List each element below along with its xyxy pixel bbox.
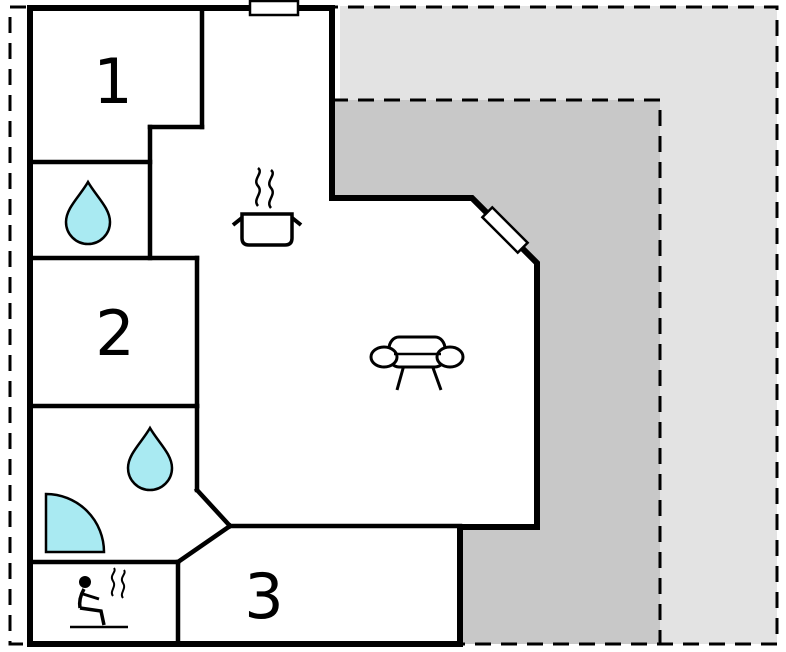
person-head	[79, 576, 91, 588]
water-drop-shape	[64, 179, 112, 246]
person-torso	[77, 588, 86, 609]
window-icon	[248, 0, 300, 17]
interior-wall	[193, 486, 234, 530]
sofa-leg	[430, 364, 443, 391]
interior-walls	[27, 5, 463, 647]
terrace-area	[332, 100, 660, 644]
water-drop-icon	[126, 425, 174, 492]
person-legs	[79, 606, 106, 626]
steam-icon	[255, 167, 261, 207]
sauna-person-icon	[70, 567, 128, 629]
person-arm	[82, 592, 100, 601]
room2-label: 2	[95, 297, 134, 370]
steam-icon	[268, 169, 274, 209]
sofa-back	[387, 335, 447, 369]
steam-icon	[120, 569, 126, 599]
door-swing-icon	[44, 492, 106, 554]
cooking-pot-steam-icon	[231, 167, 303, 247]
pot-body	[240, 212, 294, 247]
interior-wall	[174, 522, 234, 566]
sofa-armrest	[369, 345, 399, 369]
steam-icon	[110, 567, 116, 597]
plot-area	[340, 6, 777, 644]
water-drop-shape	[126, 425, 174, 492]
sofa-armrest	[435, 345, 465, 369]
window-icon	[480, 205, 530, 255]
room1-label: 1	[93, 45, 132, 118]
terrace-boundary	[332, 98, 662, 644]
sofa-leg	[395, 364, 406, 391]
sofa-icon	[369, 335, 465, 391]
window-corner-group	[480, 205, 530, 255]
room3-label: 3	[244, 560, 283, 633]
water-drop-icon	[64, 179, 112, 246]
